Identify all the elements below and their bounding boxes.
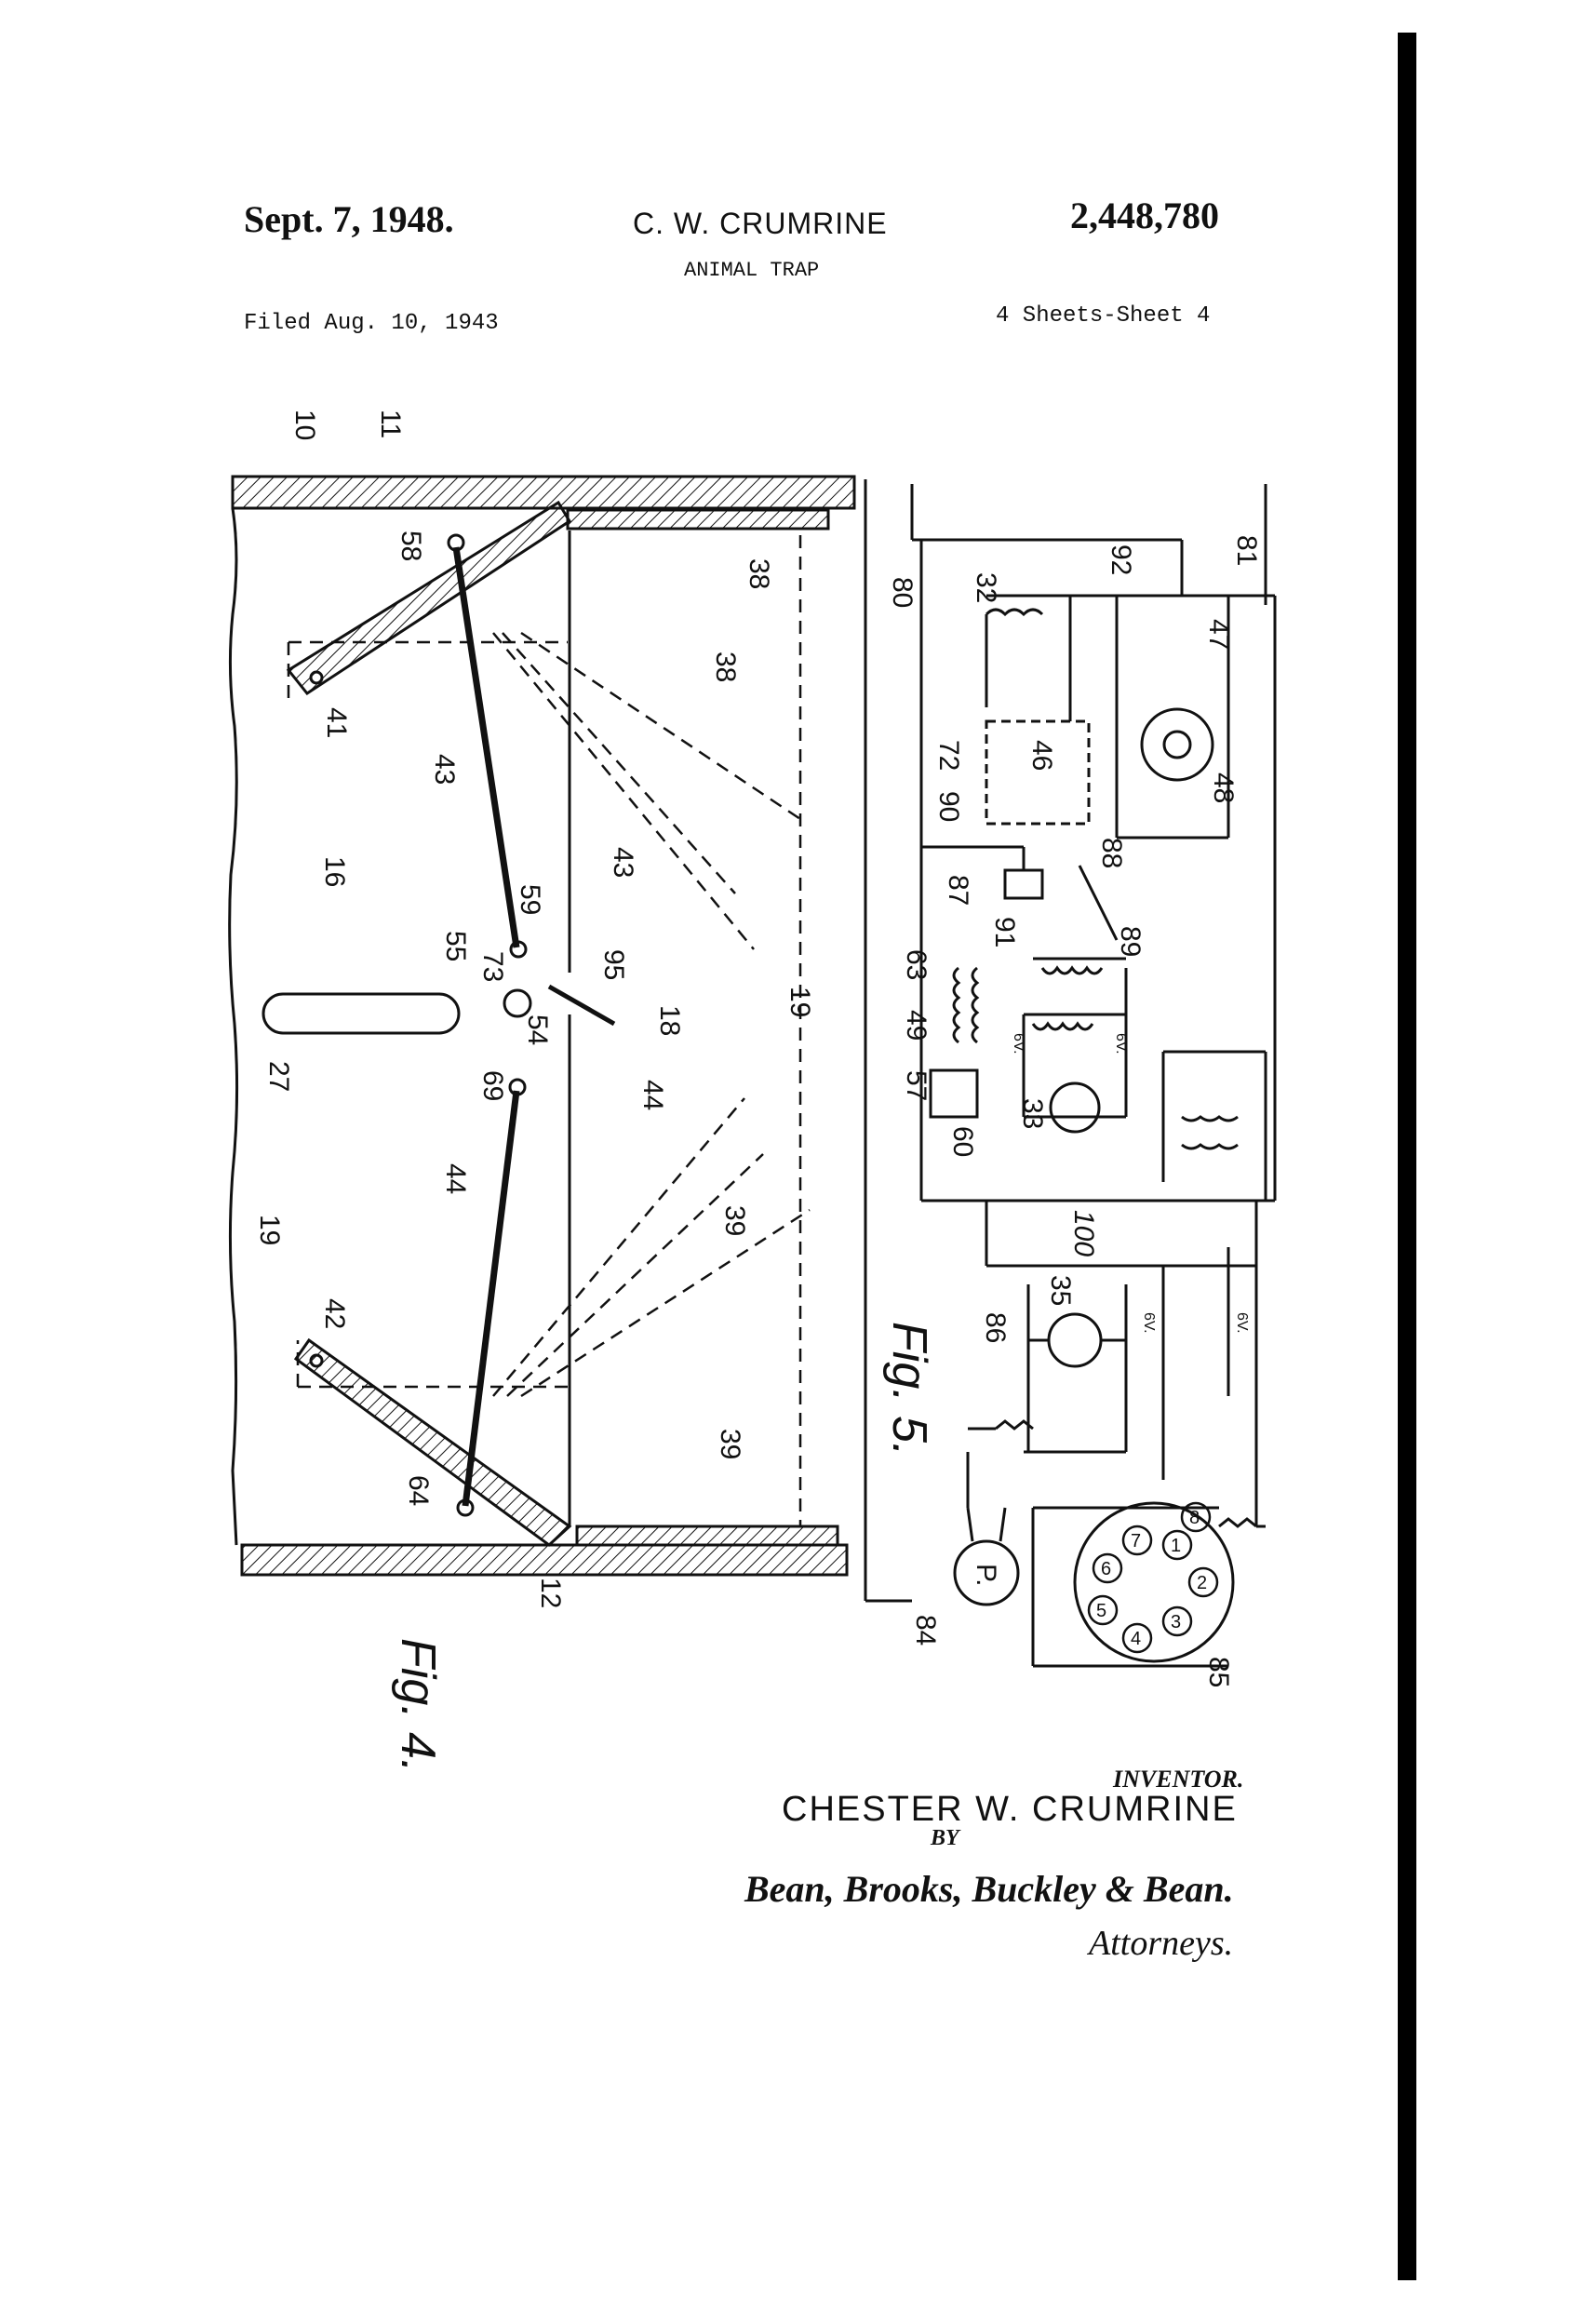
ref-11: 11 bbox=[375, 410, 406, 438]
ref-72: 72 bbox=[933, 740, 964, 771]
ref-100: 100 bbox=[1068, 1210, 1099, 1256]
ref-85: 85 bbox=[1203, 1657, 1234, 1687]
attorneys-label: Attorneys. bbox=[1089, 1924, 1234, 1963]
ref-6v-3: 6V. bbox=[1141, 1312, 1157, 1334]
ref-42: 42 bbox=[319, 1298, 350, 1329]
ramp-lower bbox=[293, 1337, 572, 1547]
ref-92: 92 bbox=[1106, 544, 1136, 575]
terminal-3: 3 bbox=[1171, 1612, 1181, 1632]
by-label: BY bbox=[931, 1826, 959, 1850]
ref-57: 57 bbox=[901, 1070, 932, 1101]
ref-39a: 39 bbox=[719, 1205, 750, 1236]
ref-88: 88 bbox=[1096, 838, 1127, 868]
scan-edge-bar bbox=[1398, 33, 1416, 2280]
ref-46: 46 bbox=[1026, 740, 1057, 771]
ref-12: 12 bbox=[535, 1578, 566, 1608]
figure-5-circuit bbox=[865, 484, 1277, 1668]
ref-16: 16 bbox=[319, 856, 350, 887]
ref-44b: 44 bbox=[440, 1163, 471, 1194]
ref-90: 90 bbox=[933, 791, 964, 822]
ref-64: 64 bbox=[403, 1475, 434, 1506]
patent-date: Sept. 7, 1948. bbox=[244, 198, 454, 240]
ref-18: 18 bbox=[654, 1005, 685, 1036]
ref-87: 87 bbox=[943, 875, 973, 906]
ref-39b: 39 bbox=[715, 1429, 745, 1459]
ref-47: 47 bbox=[1203, 619, 1234, 650]
ref-38b: 38 bbox=[710, 652, 741, 682]
ref-32: 32 bbox=[971, 572, 1001, 603]
ref-43b: 43 bbox=[608, 847, 638, 878]
ref-60: 60 bbox=[947, 1126, 978, 1157]
ref-89: 89 bbox=[1115, 926, 1146, 957]
ref-6v-1: 6V. bbox=[1011, 1033, 1026, 1055]
inventor-short-name: C. W. CRUMRINE bbox=[633, 207, 888, 240]
ref-73: 73 bbox=[477, 951, 508, 982]
patent-number: 2,448,780 bbox=[1070, 195, 1219, 236]
figure-4-labels: 10 11 58 38 38 41 43 43 16 59 55 73 95 5… bbox=[254, 410, 815, 1608]
top-wall bbox=[231, 475, 856, 510]
figure-4-trap-section bbox=[228, 475, 867, 1601]
ref-35: 35 bbox=[1045, 1275, 1076, 1306]
water-edge bbox=[228, 507, 239, 1546]
ref-6v-4: 6V. bbox=[1234, 1312, 1250, 1334]
ref-86: 86 bbox=[980, 1312, 1011, 1343]
switch-85-dial bbox=[1087, 1501, 1219, 1654]
ref-95: 95 bbox=[598, 949, 629, 980]
ref-91: 91 bbox=[989, 917, 1020, 947]
ref-84: 84 bbox=[910, 1615, 941, 1646]
terminal-2: 2 bbox=[1197, 1573, 1207, 1593]
lever-44 bbox=[462, 1090, 520, 1507]
attorney-firm-signature: Bean, Brooks, Buckley & Bean. bbox=[744, 1868, 1234, 1910]
ref-48: 48 bbox=[1208, 772, 1239, 803]
ramp-upper bbox=[286, 500, 572, 696]
ref-19b: 19 bbox=[254, 1215, 285, 1245]
ref-49: 49 bbox=[901, 1010, 932, 1041]
door-39 bbox=[575, 1525, 839, 1547]
inventor-name: CHESTER W. CRUMRINE bbox=[782, 1790, 1238, 1829]
fig5-caption: Fig. 5. bbox=[882, 1322, 936, 1457]
ref-27: 27 bbox=[263, 1061, 294, 1092]
ref-44a: 44 bbox=[637, 1080, 668, 1110]
terminal-8: 8 bbox=[1189, 1508, 1200, 1528]
ref-59: 59 bbox=[515, 884, 545, 915]
lever-43 bbox=[452, 546, 520, 948]
ref-10: 10 bbox=[289, 410, 320, 440]
patent-title: ANIMAL TRAP bbox=[684, 259, 820, 282]
bottom-wall bbox=[240, 1543, 849, 1577]
partition-27 bbox=[261, 992, 461, 1035]
ref-63: 63 bbox=[901, 949, 932, 980]
figure-5-labels: 80 32 92 81 47 48 46 72 90 88 87 91 89 6… bbox=[887, 535, 1262, 1687]
switch-85-terminals: 1 2 3 4 5 6 7 8 bbox=[1096, 1508, 1207, 1649]
ref-43a: 43 bbox=[429, 754, 460, 785]
door-38 bbox=[566, 508, 830, 531]
terminal-1: 1 bbox=[1171, 1536, 1181, 1556]
inventor-label: INVENTOR. bbox=[1113, 1766, 1244, 1793]
ref-19a: 19 bbox=[784, 987, 815, 1017]
ref-81: 81 bbox=[1231, 535, 1262, 566]
ref-41: 41 bbox=[321, 707, 352, 738]
fig4-caption: Fig. 4. bbox=[391, 1638, 445, 1773]
ref-55: 55 bbox=[440, 931, 471, 961]
terminal-5: 5 bbox=[1096, 1601, 1106, 1621]
ref-58: 58 bbox=[396, 531, 426, 561]
ref-80: 80 bbox=[887, 577, 918, 608]
ref-69: 69 bbox=[477, 1070, 508, 1101]
filed-date: Filed Aug. 10, 1943 bbox=[244, 311, 499, 336]
ref-54: 54 bbox=[522, 1014, 553, 1045]
terminal-4: 4 bbox=[1131, 1629, 1141, 1649]
terminal-6: 6 bbox=[1101, 1559, 1111, 1579]
ref-p: P. bbox=[971, 1564, 1001, 1586]
ref-38a: 38 bbox=[744, 558, 774, 589]
ref-33: 33 bbox=[1017, 1098, 1048, 1129]
terminal-7: 7 bbox=[1131, 1531, 1141, 1552]
sheet-count: 4 Sheets-Sheet 4 bbox=[996, 303, 1211, 329]
ref-6v-2: 6V. bbox=[1113, 1033, 1129, 1055]
